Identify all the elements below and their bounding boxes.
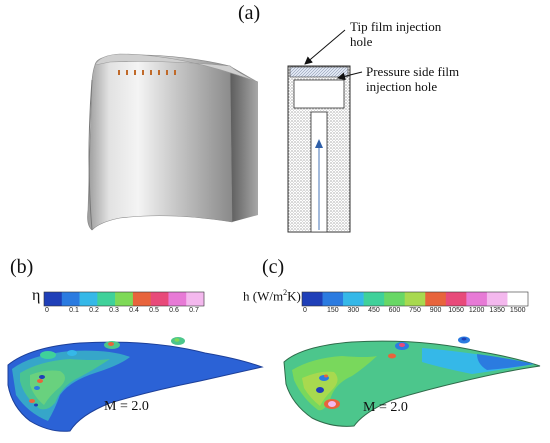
colorbar-tick-label: 0.4: [129, 307, 139, 314]
colorbar-border: [301, 291, 529, 307]
colorbar-tick-label: 900: [429, 307, 442, 314]
colorbar-segment: [445, 292, 467, 306]
colorbar-segment: [507, 292, 529, 306]
htc-label-sup: 2: [283, 288, 288, 297]
colorbar-tick-label: 1200: [468, 307, 485, 314]
colorbar-tick-label: 0.1: [69, 307, 79, 314]
colorbar-segment: [302, 292, 323, 306]
tip-hole-annotation: Tip film injection hole: [350, 19, 441, 49]
colorbar-segment: [97, 292, 116, 306]
colorbar-tick-label: 300: [347, 307, 360, 314]
colorbar-segment: [79, 292, 98, 306]
colorbar-segment: [466, 292, 488, 306]
colorbar-tick-label: 0.7: [189, 307, 199, 314]
panel-label-b: (b): [10, 256, 34, 278]
colorbar-segment: [44, 292, 63, 306]
colorbar-segment: [61, 292, 80, 306]
colorbar-segment: [425, 292, 447, 306]
htc-quantity-label: h (W/m2K): [243, 288, 301, 304]
htc-label-end: K): [287, 288, 301, 304]
colorbar-segment: [343, 292, 364, 306]
colorbar-segment: [168, 292, 187, 306]
colorbar-c-ticks: 0 150 300 450 600 750 900 1050 1200 1350 1500: [302, 307, 528, 317]
panel-label-a: (a): [238, 2, 261, 24]
panel-label-c: (c): [262, 256, 285, 278]
ps-hole-line2: injection hole: [366, 79, 438, 94]
colorbar-tick-label: 1350: [489, 307, 505, 314]
tip-film-holes: [118, 70, 176, 75]
colorbar-segment: [115, 292, 134, 306]
contour-map-b: [7, 337, 264, 432]
colorbar-segment: [384, 292, 406, 306]
colorbar-c: [301, 291, 529, 307]
colorbar-b-ticks: 0 0.1 0.2 0.3 0.4 0.5 0.6 0.7: [44, 307, 204, 317]
ps-hole-line1: Pressure side film: [366, 64, 460, 79]
colorbar-tick-label: 0.2: [89, 307, 99, 314]
colorbar-border: [43, 291, 205, 307]
colorbar-tick-label: 1500: [509, 307, 526, 314]
colorbar-tick-label: 1050: [448, 307, 464, 314]
colorbar-segment: [186, 292, 205, 306]
contour-map-c: [283, 336, 541, 427]
colorbar-tick-label: 0.5: [149, 307, 159, 314]
colorbar-segment: [322, 292, 344, 306]
eta-symbol: η: [32, 287, 41, 304]
pressure-side-hole-annotation: Pressure side film injection hole: [366, 64, 459, 94]
colorbar-segment: [404, 292, 426, 306]
colorbar-segment: [486, 292, 508, 306]
colorbar-segment: [363, 292, 385, 306]
blowing-ratio-c: M = 2.0: [363, 400, 408, 415]
colorbar-segment: [150, 292, 169, 306]
colorbar-tick-label: 750: [409, 307, 421, 314]
colorbar-tick-label: 600: [388, 307, 401, 314]
blowing-ratio-b: M = 2.0: [104, 399, 149, 414]
colorbar-segment: [132, 292, 151, 306]
colorbar-tick-label: 450: [368, 307, 380, 314]
tip-hole-line2: hole: [350, 34, 373, 49]
colorbar-tick-label: 0.6: [169, 307, 179, 314]
colorbar-tick-label: 0.3: [109, 307, 119, 314]
htc-label-text: h (W/m: [243, 288, 284, 304]
colorbar-tick-label: 0: [303, 307, 307, 314]
colorbar-tick-label: 0: [45, 307, 49, 314]
colorbar-tick-label: 150: [326, 307, 339, 314]
tip-hole-line1: Tip film injection: [350, 19, 442, 34]
colorbar-b: [43, 291, 205, 307]
